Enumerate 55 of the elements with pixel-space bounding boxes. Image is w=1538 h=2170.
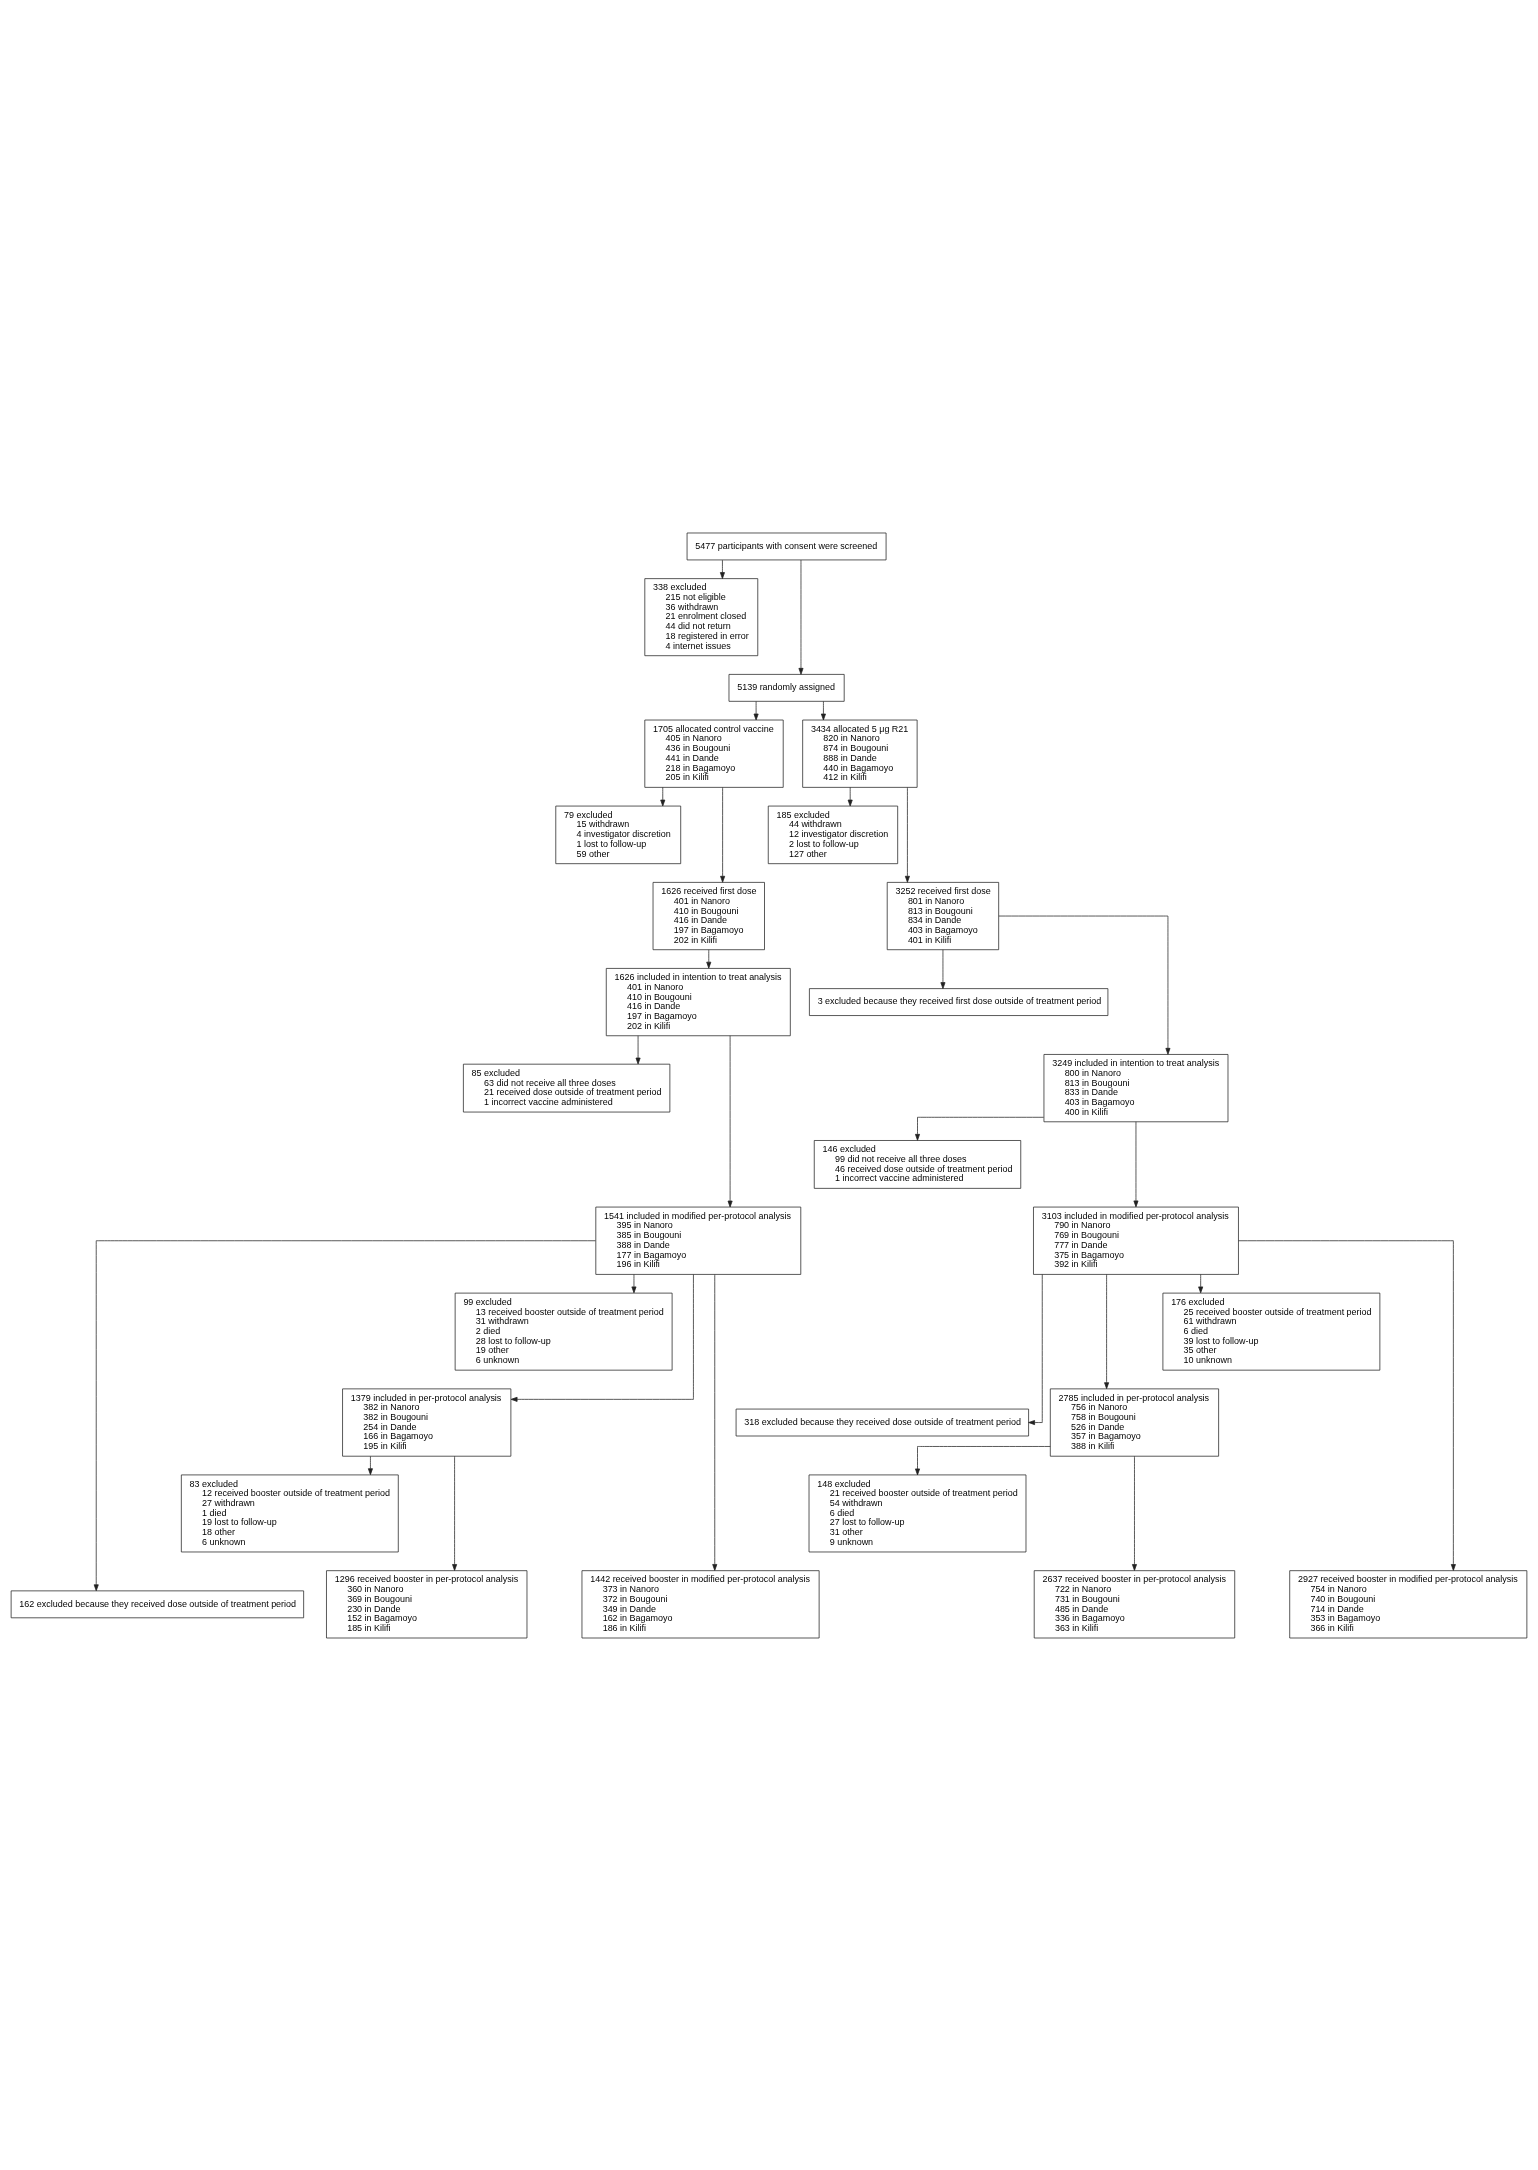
node-box: 5477 participants with consent were screened [686,532,887,560]
node-box: 1442 received booster in modified per-protocol analysis 373 in Nanoro 372 in Bougouni 349 in Dande 162 in Bagamoyo 186 in Kilifi [581,1569,820,1638]
node-box: 79 excluded 15 withdrawn 4 investigator discretion 1 lost to follow-up 59 other [555,805,682,864]
node-box: 1626 included in intention to treat analysis 401 in Nanoro 410 in Bougouni 416 in Dande 197 in Bagamoyo 202 in Kilifi [605,967,791,1036]
node-box: 1296 received booster in per-protocol analysis 360 in Nanoro 369 in Bougouni 230 in Dande 152 in Bagamoyo 185 in Kilifi [326,1569,528,1638]
arrow [1198,1273,1204,1293]
node-box: 3103 included in modified per-protocol analysis 790 in Nanoro 769 in Bougouni 777 in Dande 375 in Bagamoyo 392 in Kilifi [1033,1206,1239,1275]
node-box: 176 excluded 25 received booster outside of treatment period 61 withdrawn 6 died 39 lost to follow-up 35 other 10 unknown [1162,1292,1381,1371]
arrow [1132,1455,1137,1571]
arrow [820,700,826,720]
arrow [631,1273,637,1293]
node-box: 85 excluded 63 did not receive all three doses 21 received dose outside of treatment period 1 incorrect vaccine administered [463,1063,671,1112]
arrow [904,786,910,883]
node-box: 3249 included in intention to treat analysis 800 in Nanoro 813 in Bougouni 833 in Dande 403 in Bagamoyo 400 in Kilifi [1043,1053,1229,1122]
arrow [915,1445,1051,1475]
arrow [719,559,725,579]
arrow [635,1034,641,1064]
arrow [998,915,1171,1055]
node-box: 162 excluded because they received dose outside of treatment period [10,1590,305,1618]
arrow [727,1034,733,1207]
arrow [452,1455,458,1571]
node-box: 5139 randomly assigned [728,673,845,702]
node-box: 148 excluded 21 received booster outside of treatment period 54 withdrawn 6 died 27 lost to follow-up 31 other 9 unknown [808,1474,1027,1552]
node-box: 185 excluded 44 withdrawn 12 investigator discretion 2 lost to follow-up 127 other [767,805,899,864]
arrow [753,700,759,720]
node-box: 318 excluded because they received dose outside of treatment period [735,1408,1029,1436]
arrow [1028,1273,1043,1425]
arrow [798,559,804,675]
node-box: 1379 included in per-protocol analysis 382 in Nanoro 382 in Bougouni 254 in Dande 166 in Bagamoyo 195 in Kilifi [342,1388,512,1457]
node-box: 338 excluded 215 not eligible 36 withdrawn 21 enrolment closed 44 did not return 18 registered in error 4 internet issues [644,577,759,656]
arrow [1104,1273,1110,1389]
arrow [940,948,946,989]
node-box: 2785 included in per-protocol analysis 756 in Nanoro 758 in Bougouni 526 in Dande 357 in Bagamoyo 388 in Kilifi [1049,1388,1219,1457]
node-box: 99 excluded 13 received booster outside of treatment period 31 withdrawn 2 died 28 lost to follow-up 19 other 6 unknown [454,1292,673,1371]
node-box: 1541 included in modified per-protocol analysis 395 in Nanoro 385 in Bougouni 388 in Dande 177 in Bagamoyo 196 in Kilifi [595,1206,802,1275]
arrow [1238,1239,1456,1571]
arrow [712,1273,718,1571]
arrow [706,948,712,968]
node-box: 2637 received booster in per-protocol analysis 722 in Nanoro 731 in Bougouni 485 in Dande 336 in Bagamoyo 363 in Kilifi [1033,1569,1236,1638]
arrow [1133,1120,1139,1207]
node-box: 146 excluded 99 did not receive all three doses 46 received dose outside of treatment period 1 incorrect vaccine administered [813,1139,1022,1189]
node-box: 3 excluded because they received first dose outside of treatment period [809,987,1109,1016]
arrow [93,1239,596,1591]
node-box: 1705 allocated control vaccine 405 in Nanoro 436 in Bougouni 441 in Dande 218 in Bagamoyo 205 in Kilifi [644,719,784,788]
arrow [720,786,726,883]
arrow [367,1455,373,1475]
node-box: 3252 received first dose 801 in Nanoro 813 in Bougouni 834 in Dande 403 in Bagamoyo 401 in Kilifi [886,881,1000,950]
node-box: 2927 received booster in modified per-protocol analysis 754 in Nanoro 740 in Bougouni 714 in Dande 353 in Bagamoyo 366 in Kilifi [1289,1569,1528,1638]
node-box: 1626 received first dose 401 in Nanoro 410 in Bougouni 416 in Dande 197 in Bagamoyo 202 in Kilifi [652,881,765,950]
node-box: 3434 allocated 5 μg R21 820 in Nanoro 874 in Bougouni 888 in Dande 440 in Bagamoyo 412 in Kilifi [802,719,918,788]
arrow [510,1273,694,1402]
node-box: 83 excluded 12 received booster outside of treatment period 27 withdrawn 1 died 19 lost to follow-up 18 other 6 unknown [180,1474,399,1552]
arrow [847,786,853,806]
arrow [660,786,666,806]
arrow [915,1116,1044,1141]
